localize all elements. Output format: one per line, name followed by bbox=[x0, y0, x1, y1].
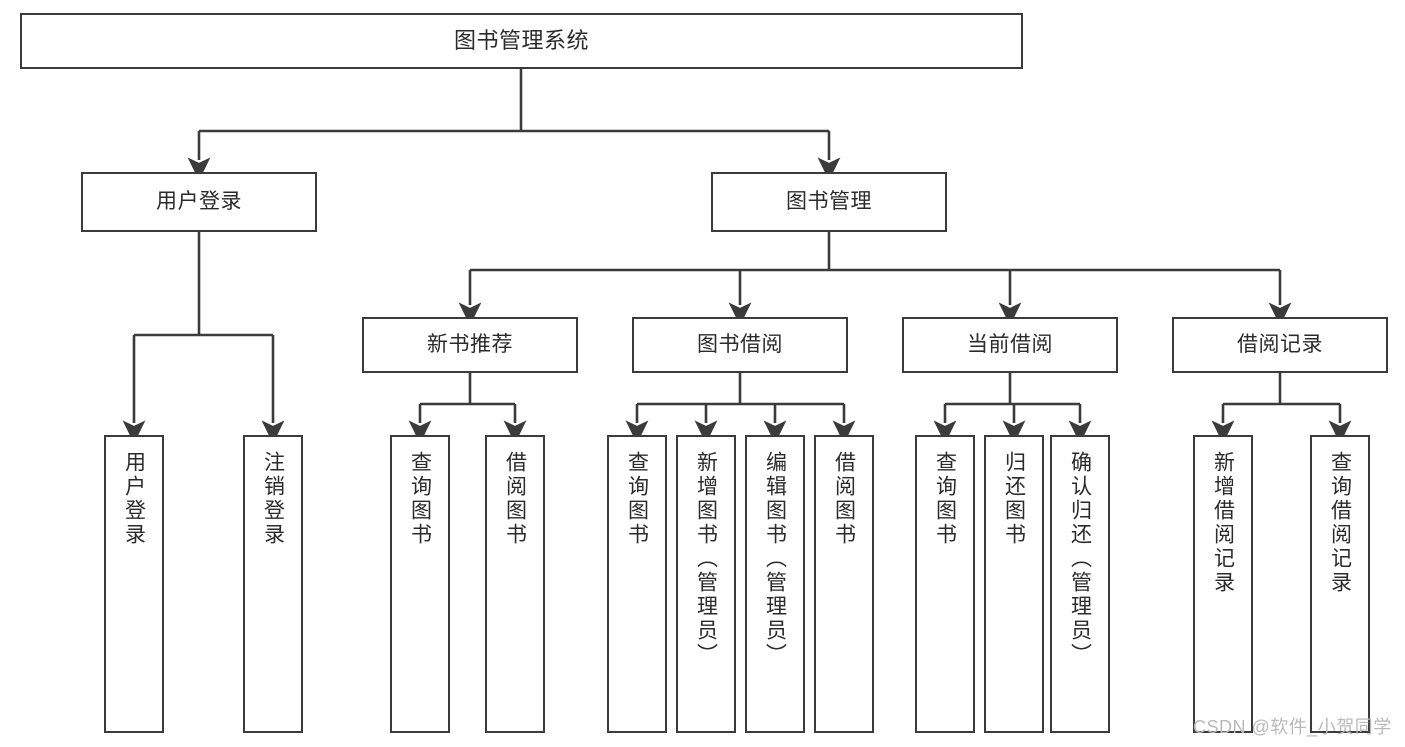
node-leaf-confirm-return[interactable]: 确认归还（管理员） bbox=[1050, 435, 1110, 733]
node-leaf-add-record-label: 新增借阅记录 bbox=[1211, 451, 1235, 595]
node-book-borrow-label: 图书借阅 bbox=[697, 332, 783, 356]
node-leaf-borrow-book-1-label: 借阅图书 bbox=[503, 451, 527, 547]
csdn-watermark: CSDN @软件_小贺同学 bbox=[1193, 717, 1392, 737]
node-leaf-query-book-1[interactable]: 查询图书 bbox=[390, 435, 450, 733]
node-leaf-logout[interactable]: 注销登录 bbox=[243, 435, 303, 733]
node-leaf-query-record-label: 查询借阅记录 bbox=[1328, 451, 1352, 595]
node-leaf-query-book-2[interactable]: 查询图书 bbox=[607, 435, 667, 733]
node-borrow-record[interactable]: 借阅记录 bbox=[1172, 317, 1388, 373]
node-leaf-query-book-3[interactable]: 查询图书 bbox=[915, 435, 975, 733]
node-leaf-query-book-2-label: 查询图书 bbox=[625, 451, 649, 547]
node-leaf-borrow-book-2[interactable]: 借阅图书 bbox=[814, 435, 874, 733]
node-current-borrow-label: 当前借阅 bbox=[967, 332, 1053, 356]
node-leaf-add-book[interactable]: 新增图书（管理员） bbox=[676, 435, 736, 733]
node-user-login[interactable]: 用户登录 bbox=[81, 172, 317, 232]
node-leaf-edit-book-label: 编辑图书（管理员） bbox=[763, 451, 787, 667]
node-book-manage[interactable]: 图书管理 bbox=[711, 172, 947, 232]
node-leaf-query-book-3-label: 查询图书 bbox=[933, 451, 957, 547]
node-leaf-edit-book[interactable]: 编辑图书（管理员） bbox=[745, 435, 805, 733]
node-leaf-return-book-label: 归还图书 bbox=[1002, 451, 1026, 547]
node-root-label: 图书管理系统 bbox=[453, 28, 589, 54]
node-leaf-query-book-1-label: 查询图书 bbox=[408, 451, 432, 547]
node-book-borrow[interactable]: 图书借阅 bbox=[632, 317, 848, 373]
node-leaf-borrow-book-2-label: 借阅图书 bbox=[832, 451, 856, 547]
node-leaf-add-record[interactable]: 新增借阅记录 bbox=[1193, 435, 1253, 733]
node-new-book-rec[interactable]: 新书推荐 bbox=[362, 317, 578, 373]
node-new-book-rec-label: 新书推荐 bbox=[427, 332, 513, 356]
node-leaf-add-book-label: 新增图书（管理员） bbox=[694, 451, 718, 667]
node-current-borrow[interactable]: 当前借阅 bbox=[902, 317, 1118, 373]
node-leaf-query-record[interactable]: 查询借阅记录 bbox=[1310, 435, 1370, 733]
node-leaf-confirm-return-label: 确认归还（管理员） bbox=[1068, 451, 1092, 667]
node-leaf-logout-label: 注销登录 bbox=[261, 451, 285, 547]
node-leaf-user-login[interactable]: 用户登录 bbox=[104, 435, 164, 733]
node-root[interactable]: 图书管理系统 bbox=[20, 13, 1023, 69]
node-book-manage-label: 图书管理 bbox=[786, 189, 872, 213]
node-leaf-borrow-book-1[interactable]: 借阅图书 bbox=[485, 435, 545, 733]
node-borrow-record-label: 借阅记录 bbox=[1237, 332, 1323, 356]
node-leaf-return-book[interactable]: 归还图书 bbox=[984, 435, 1044, 733]
node-leaf-user-login-label: 用户登录 bbox=[122, 451, 146, 547]
node-user-login-label: 用户登录 bbox=[156, 189, 242, 213]
